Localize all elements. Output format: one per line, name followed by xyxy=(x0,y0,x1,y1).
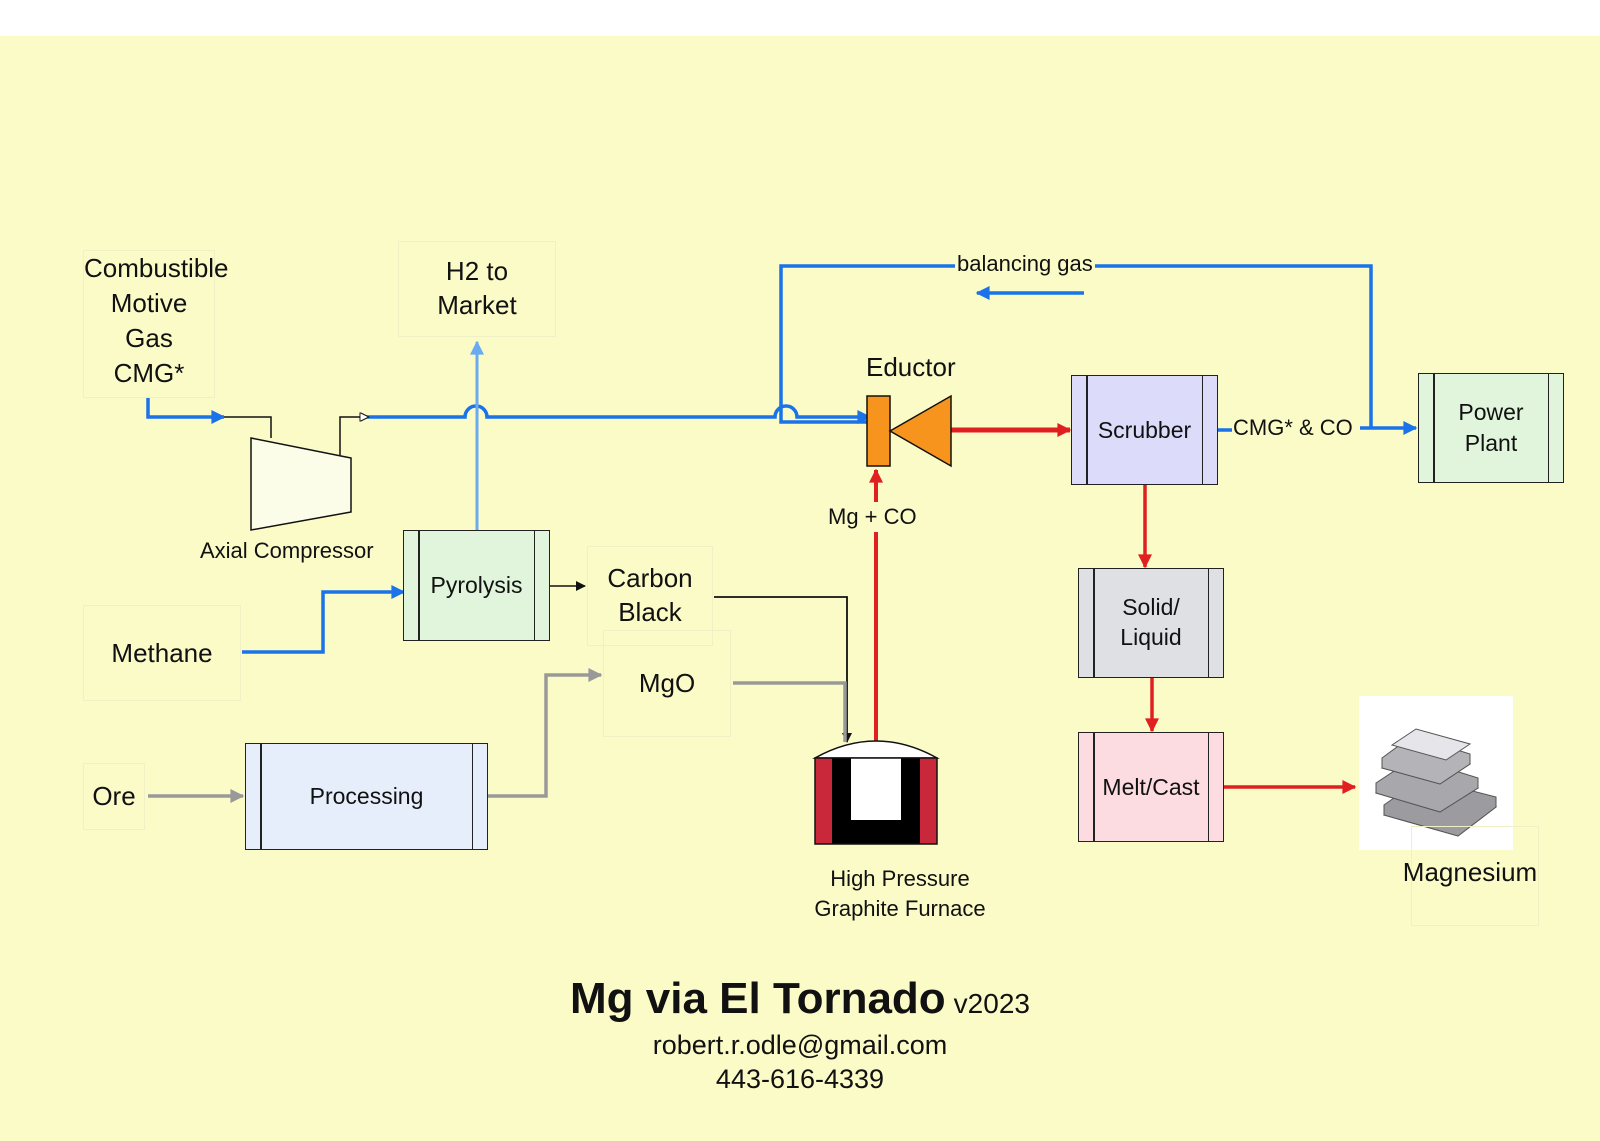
mgo-to-furnace-line xyxy=(733,681,847,742)
magnesium-label: Magnesium xyxy=(1403,826,1539,926)
power-plant-label-line2: Plant xyxy=(1464,430,1518,456)
cmg-source-label: Combustible Motive Gas CMG* xyxy=(83,250,229,398)
scrubber-label: Scrubber xyxy=(1097,416,1192,443)
melt-cast-label: Melt/Cast xyxy=(1102,773,1200,800)
furnace-label: High Pressure Graphite Furnace xyxy=(814,866,986,921)
solid-liquid-label-line2: Liquid xyxy=(1120,624,1182,650)
diagram-title-text: Mg via El Tornado xyxy=(570,974,946,1023)
cmg-co-label: CMG* & CO xyxy=(1233,413,1353,443)
mgo-label: MgO xyxy=(603,630,731,737)
mg-co-label: Mg + CO xyxy=(826,502,919,532)
solid-liquid-label-line1: Solid/ xyxy=(1122,594,1180,621)
power-plant-box: Power Plant xyxy=(1418,373,1564,483)
carbon-black-label: Carbon Black xyxy=(587,546,713,646)
melt-cast-box: Melt/Cast xyxy=(1078,732,1224,842)
balancing-gas-label: balancing gas xyxy=(955,249,1095,279)
main-gas-line xyxy=(366,404,872,424)
methane-feed-line xyxy=(242,585,406,654)
axial-compressor-label: Axial Compressor xyxy=(200,538,374,563)
balancing-gas-loop xyxy=(779,264,1373,428)
pyrolysis-box: Pyrolysis xyxy=(403,530,550,641)
contact-email: robert.r.odle@gmail.com xyxy=(652,1030,948,1061)
diagram-background xyxy=(0,36,1600,1141)
diagram-version: v2023 xyxy=(953,988,1030,1019)
axial-compressor-icon xyxy=(250,437,352,531)
eductor-label: Eductor xyxy=(866,352,956,382)
processing-label: Processing xyxy=(309,783,424,809)
eductor-icon xyxy=(866,394,952,468)
contact-phone: 443-616-4339 xyxy=(715,1064,885,1095)
processing-box: Processing xyxy=(245,743,488,850)
power-plant-label-line1: Power xyxy=(1458,398,1524,425)
compressor-outlet-line xyxy=(339,417,368,455)
magnesium-ingots-icon xyxy=(1359,696,1513,850)
contact-info: robert.r.odle@gmail.com 443-616-4339 xyxy=(0,1029,1600,1097)
graphite-furnace-icon xyxy=(812,740,940,845)
processing-to-mgo-line xyxy=(488,668,603,798)
carbon-to-furnace-line xyxy=(714,596,852,743)
compressor-inlet-line xyxy=(224,416,272,438)
methane-label: Methane xyxy=(83,605,241,701)
scrubber-to-power-line xyxy=(1218,428,1416,430)
ore-label: Ore xyxy=(83,763,145,830)
scrubber-box: Scrubber xyxy=(1071,375,1218,485)
solid-liquid-box: Solid/ Liquid xyxy=(1078,568,1224,678)
pyrolysis-label: Pyrolysis xyxy=(430,572,523,598)
cmg-feed-line xyxy=(146,398,226,424)
h2-to-market-label: H2 to Market xyxy=(398,241,556,337)
